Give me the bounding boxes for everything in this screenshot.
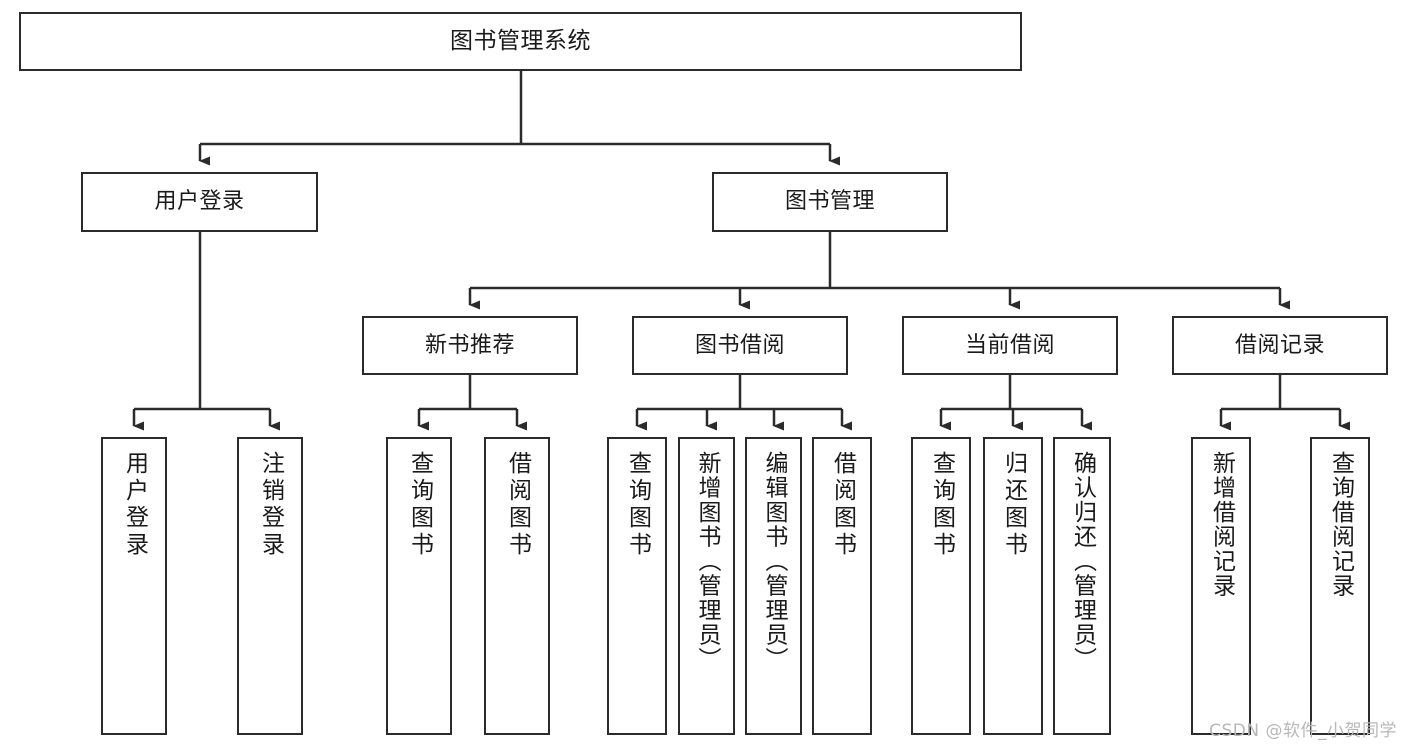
node-label-leaf-query-book-current: 查询图书: [928, 451, 955, 559]
node-label-leaf-edit-book-admin: 编辑图书（管理员）: [761, 451, 787, 672]
node-leaf-edit-book-admin[interactable]: 编辑图书（管理员）: [745, 437, 802, 735]
node-leaf-logout[interactable]: 注销登录: [237, 437, 303, 735]
node-label-leaf-query-borrow-record: 查询借阅记录: [1327, 451, 1354, 598]
node-label-user-login: 用户登录: [154, 189, 245, 215]
node-book-borrow[interactable]: 图书借阅: [632, 316, 848, 375]
node-root[interactable]: 图书管理系统: [19, 12, 1022, 71]
node-leaf-borrow-book-borrow[interactable]: 借阅图书: [812, 437, 872, 735]
node-leaf-borrow-book-rec[interactable]: 借阅图书: [484, 437, 550, 735]
node-current-borrow[interactable]: 当前借阅: [902, 316, 1118, 375]
node-label-leaf-logout: 注销登录: [257, 451, 284, 559]
node-new-book-rec[interactable]: 新书推荐: [362, 316, 578, 375]
node-label-leaf-user-login: 用户登录: [121, 451, 148, 559]
node-leaf-query-book-borrow[interactable]: 查询图书: [607, 437, 667, 735]
node-label-leaf-query-book-rec: 查询图书: [406, 451, 433, 559]
node-label-leaf-borrow-book-borrow: 借阅图书: [829, 451, 856, 559]
node-label-leaf-borrow-book-rec: 借阅图书: [504, 451, 531, 559]
node-user-login[interactable]: 用户登录: [81, 172, 318, 232]
node-label-borrow-record: 借阅记录: [1234, 332, 1325, 358]
node-label-book-borrow: 图书借阅: [694, 332, 785, 358]
node-label-leaf-add-borrow-record: 新增借阅记录: [1208, 451, 1235, 598]
node-leaf-query-book-rec[interactable]: 查询图书: [386, 437, 452, 735]
node-borrow-record[interactable]: 借阅记录: [1172, 316, 1388, 375]
node-leaf-return-book[interactable]: 归还图书: [983, 437, 1043, 735]
node-leaf-add-book-admin[interactable]: 新增图书（管理员）: [678, 437, 735, 735]
node-label-leaf-add-book-admin: 新增图书（管理员）: [694, 451, 720, 672]
node-label-leaf-query-book-borrow: 查询图书: [624, 451, 651, 559]
node-leaf-add-borrow-record[interactable]: 新增借阅记录: [1191, 437, 1251, 735]
watermark-text: CSDN @软件_小贺同学: [1209, 721, 1397, 741]
node-leaf-query-book-current[interactable]: 查询图书: [911, 437, 971, 735]
node-leaf-user-login[interactable]: 用户登录: [101, 437, 167, 735]
node-label-leaf-confirm-return-admin: 确认归还（管理员）: [1069, 451, 1096, 672]
node-label-new-book-rec: 新书推荐: [424, 332, 515, 358]
node-leaf-confirm-return-admin[interactable]: 确认归还（管理员）: [1053, 437, 1111, 735]
node-leaf-query-borrow-record[interactable]: 查询借阅记录: [1310, 437, 1370, 735]
node-label-leaf-return-book: 归还图书: [1000, 451, 1027, 559]
node-label-book-manage: 图书管理: [784, 189, 875, 215]
node-label-current-borrow: 当前借阅: [964, 332, 1055, 358]
node-label-root: 图书管理系统: [450, 27, 591, 54]
node-book-manage[interactable]: 图书管理: [712, 172, 948, 232]
